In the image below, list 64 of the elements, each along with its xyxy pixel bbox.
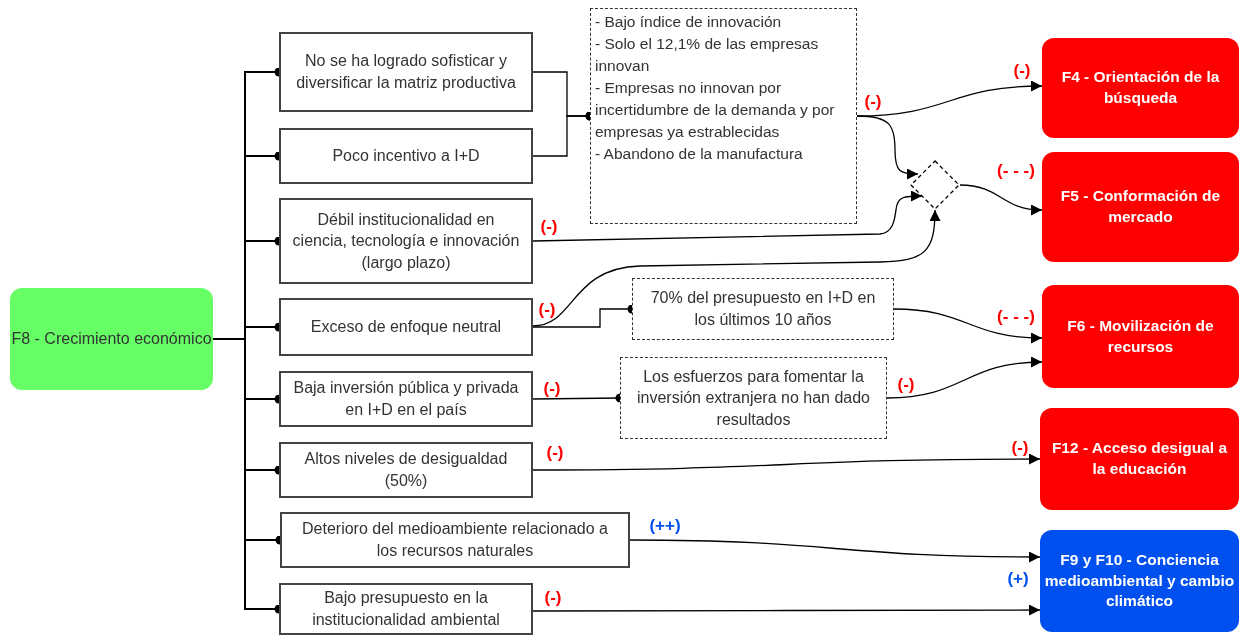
factor-box (279, 371, 533, 427)
box-text: - Abandono de la manufactura (595, 144, 803, 164)
arrow (893, 308, 1043, 344)
sign-label: (+) (1007, 569, 1029, 587)
edge-label: (-) (897, 375, 915, 393)
sign-label: (-) (1011, 438, 1029, 456)
arrow (532, 190, 923, 242)
connector (532, 111, 591, 157)
edge-label: (- - -) (997, 307, 1035, 325)
result-box (1040, 408, 1239, 510)
box-text: - Solo el 12,1% de las empresas innovan (595, 34, 820, 76)
box-text: F12 - Acceso desigual a la educación (1050, 438, 1229, 479)
factor-box (279, 298, 533, 356)
arrow (532, 453, 1041, 471)
decision-diamond (910, 160, 960, 210)
connector (532, 304, 633, 328)
arrow (532, 209, 941, 327)
box-text: No se ha logrado sofisticar y diversificar la matriz productiva (295, 51, 517, 93)
box-text: F9 y F10 - Conciencia medioambiental y cambio climático (1044, 549, 1235, 612)
edge-label: (-) (546, 443, 564, 461)
edge-label: (-) (544, 588, 562, 606)
result-box (1042, 38, 1239, 138)
factor-box (279, 32, 533, 112)
arrow (886, 356, 1043, 399)
edge-label: (-) (543, 379, 561, 397)
connector (212, 338, 280, 614)
box-text: F6 - Movilización de recursos (1066, 315, 1215, 357)
box-text: F4 - Orientación de la búsqueda (1060, 67, 1221, 108)
arrow (629, 539, 1041, 563)
box-text: Bajo presupuesto en la institucionalidad ambiental (311, 588, 501, 630)
note-box (632, 278, 894, 340)
box-text: Los esfuerzos para fomentar la inversión extranjera no han dado resultados (635, 366, 871, 430)
arrow (959, 184, 1043, 215)
box-text: 70% del presupuesto en I+D en los últimos 10 años (649, 288, 877, 330)
box-text: Deterioro del medioambiente relacionado a los recursos naturales (302, 519, 608, 561)
box-text: F5 - Conformación de mercado (1059, 186, 1222, 227)
box-text: Exceso de enfoque neutral (310, 317, 502, 338)
factor-box (279, 198, 533, 284)
arrow (856, 115, 919, 180)
box-text: Débil institucionalidad en ciencia, tecnología e innovación (largo plazo) (291, 209, 521, 273)
edge-label: (-) (864, 92, 882, 110)
note-box (620, 357, 887, 439)
factor-box (279, 442, 533, 498)
edge-label: (-) (540, 217, 558, 235)
edge-label: (++) (649, 516, 681, 534)
box-text: - Bajo índice de innovación (595, 12, 782, 32)
edge-label: (-) (538, 300, 556, 318)
root-box (10, 288, 213, 390)
factor-box (280, 512, 630, 568)
factor-box (279, 583, 533, 635)
note-box (590, 8, 857, 224)
box-text: F8 - Crecimiento económico (11, 329, 212, 350)
box-text: - Empresas no innovan por incertidumbre de la demanda y por empresas ya estrablecidas (595, 78, 836, 142)
edge-label: (- - -) (997, 161, 1035, 179)
box-text: Baja inversión pública y privada en I+D en el país (292, 378, 520, 420)
factor-box (279, 128, 533, 184)
box-text: Poco incentivo a I+D (332, 146, 480, 167)
result-box (1042, 152, 1239, 262)
result-box (1040, 530, 1239, 632)
connector (532, 393, 621, 403)
box-text: Altos niveles de desigualdad (50%) (303, 449, 509, 491)
edge-label: (-) (1013, 61, 1031, 79)
arrow (532, 604, 1041, 616)
result-box (1042, 285, 1239, 388)
